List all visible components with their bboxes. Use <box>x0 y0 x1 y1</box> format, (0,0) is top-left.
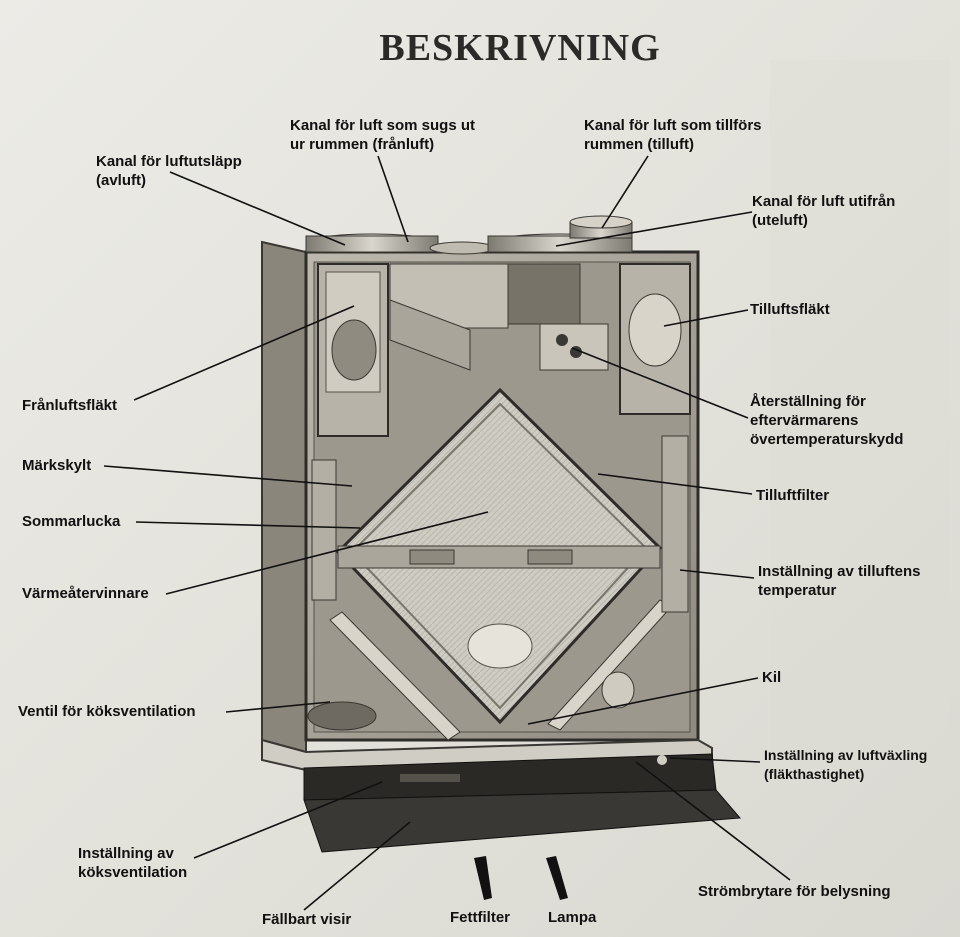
exhaust-fan-box <box>317 263 389 437</box>
label-uteluft: Kanal för luft utifrån (uteluft) <box>752 193 896 229</box>
leader-sommarlucka <box>135 521 361 529</box>
label-tilluftfilter: Tilluftfilter <box>756 487 830 504</box>
leader-franluftsflakt <box>133 305 355 401</box>
leader-tilluftfilter <box>597 473 753 495</box>
label-avluft: Kanal för luftutsläpp (avluft) <box>96 153 242 189</box>
label-tilluftsflakt: Tilluftsfläkt <box>750 301 830 318</box>
leader-varmeatervinnare <box>165 511 489 595</box>
label-strombrytare: Strömbrytare för belysning <box>698 883 891 900</box>
lamp-mark <box>546 856 568 900</box>
leader-tilluftsflakt <box>663 309 749 327</box>
label-varmeatervinnare: Värmeåtervinnare <box>22 585 149 602</box>
label-aterstallning: Återställning för eftervärmarens övertem… <box>750 393 904 448</box>
label-franluftsflakt: Frånluftsfläkt <box>22 397 118 414</box>
label-sommarlucka: Sommarlucka <box>22 513 121 530</box>
label-kil: Kil <box>762 669 782 686</box>
leader-lines <box>103 155 791 911</box>
leader-tilluftens-temperatur <box>679 569 755 579</box>
leader-avluft <box>169 171 346 246</box>
leader-visir <box>303 821 411 911</box>
leader-tilluft <box>601 155 649 229</box>
label-tilluftens-temperatur: Inställning av tilluftens temperatur <box>758 563 921 599</box>
grease-filter-mark <box>474 856 492 900</box>
label-franluft: Kanal för luft som sugs ut ur rummen (fr… <box>290 117 476 153</box>
label-luftvaxling: Inställning av luftväxling (fläkthastigh… <box>764 747 928 782</box>
cabinet-side-panel <box>261 240 307 754</box>
label-markskylt: Märkskylt <box>22 457 92 474</box>
leader-koksventil <box>225 701 331 713</box>
leader-strombrytare <box>635 761 791 881</box>
leader-koksventilation <box>193 781 383 859</box>
heat-exchanger <box>335 387 663 725</box>
duct-collars <box>305 215 633 255</box>
leader-luftvaxling <box>669 757 761 763</box>
leader-uteluft <box>555 211 753 247</box>
top-channel <box>389 263 581 371</box>
label-visir: Fällbart visir <box>262 911 352 928</box>
leader-aterstallning <box>571 347 749 419</box>
leader-markskylt <box>103 465 353 487</box>
background-text-bleed <box>770 60 950 760</box>
supply-fan-box <box>539 263 691 415</box>
hood-visor <box>303 753 742 853</box>
leader-kil <box>527 677 759 725</box>
label-lampa: Lampa <box>548 909 597 926</box>
leader-franluft <box>377 155 409 243</box>
bottom-compartments <box>307 671 635 731</box>
label-koksventil: Ventil för köksventilation <box>18 703 196 720</box>
label-fettfilter: Fettfilter <box>450 909 510 926</box>
page-title: BESKRIVNING <box>379 27 661 69</box>
label-koksventilation: Inställning av köksventilation <box>78 845 188 881</box>
filter-rails <box>311 435 689 741</box>
label-tilluft: Kanal för luft som tillförs rummen (till… <box>584 117 762 153</box>
